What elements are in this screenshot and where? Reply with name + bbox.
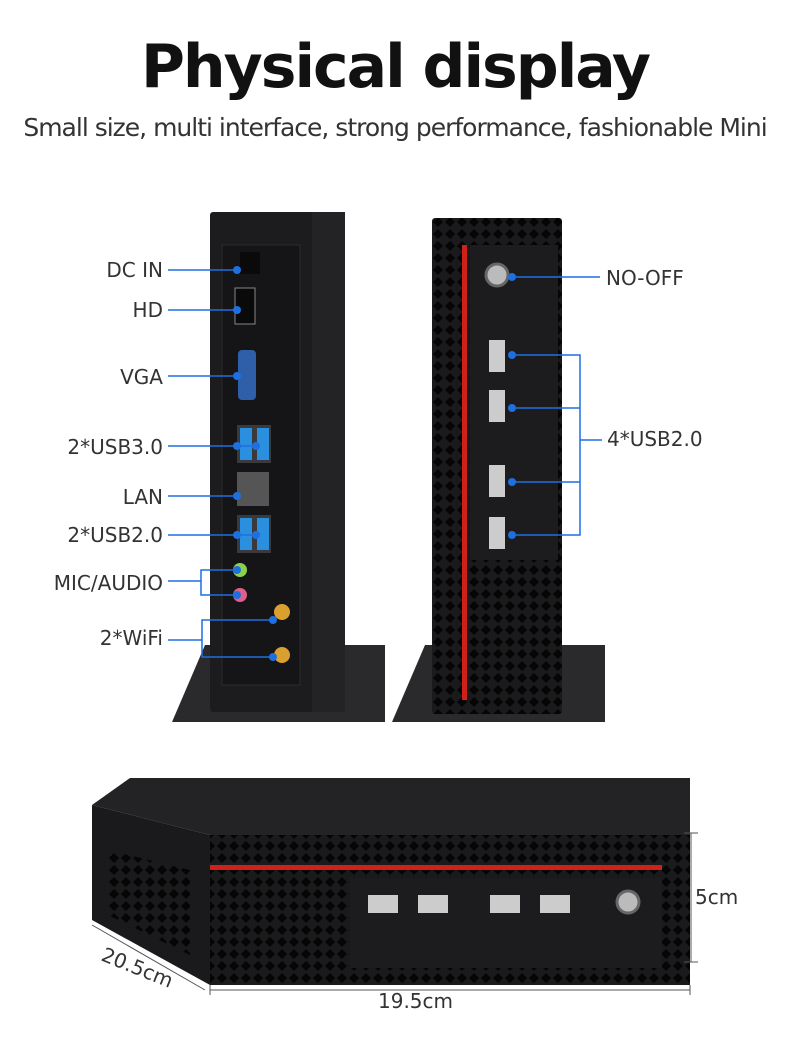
rear-port-callouts: DC IN HD VGA 2*USB3.0 LAN 2*USB2.0 MIC/A…	[54, 258, 277, 661]
power-button-label: NO-OFF	[606, 266, 684, 290]
width-dimension: 19.5cm	[378, 989, 453, 1013]
page-subtitle: Small size, multi interface, strong perf…	[23, 113, 767, 142]
port-label-vga: VGA	[120, 365, 163, 389]
front-view-device	[392, 218, 605, 722]
rear-view-device	[172, 212, 385, 722]
height-dimension: 5cm	[695, 885, 738, 909]
top-view-device	[92, 778, 690, 985]
port-label-dc-in: DC IN	[106, 258, 163, 282]
port-label-usb3: 2*USB3.0	[67, 435, 163, 459]
front-usb-label: 4*USB2.0	[607, 427, 703, 451]
port-label-lan: LAN	[123, 485, 163, 509]
port-label-usb2: 2*USB2.0	[67, 523, 163, 547]
front-port-callouts: NO-OFF 4*USB2.0	[508, 266, 703, 539]
port-label-wifi: 2*WiFi	[100, 626, 163, 650]
port-label-mic-audio: MIC/AUDIO	[54, 571, 163, 595]
port-label-hd: HD	[133, 298, 163, 322]
page-title: Physical display	[140, 32, 651, 102]
